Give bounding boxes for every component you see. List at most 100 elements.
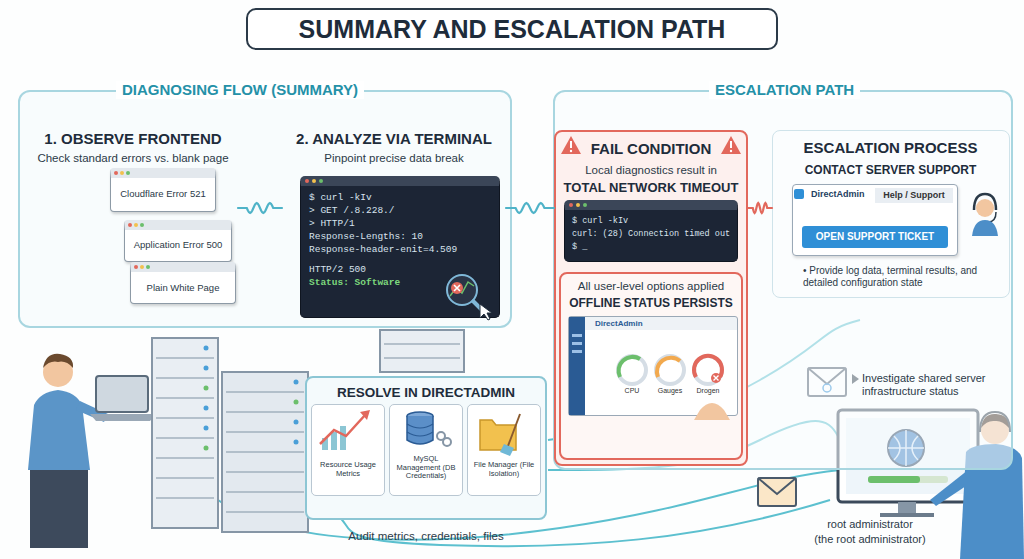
server-rack — [294, 400, 299, 405]
admin-person — [930, 470, 972, 506]
node-text: DirectAdmin — [595, 319, 643, 329]
tool-card: File Manager (File Isolation) — [467, 404, 541, 496]
envelope-icon — [758, 478, 796, 506]
node-text: curl: (28) Connection timed out — [572, 229, 730, 239]
warning-triangle — [570, 150, 572, 152]
tool-icons — [320, 410, 520, 456]
person-illustration — [28, 354, 156, 548]
server-rack — [204, 346, 209, 351]
dashboard-gauges — [714, 376, 719, 381]
node-text: HTTP/2 500 — [309, 264, 366, 275]
node-text: CONTACT SERVER SUPPORT — [773, 163, 1008, 177]
dashboard-gauges — [572, 334, 582, 337]
tool-icons — [480, 420, 516, 450]
person-illustration — [43, 357, 73, 387]
node-text: Application Error 500 — [125, 239, 231, 250]
server-rack — [204, 406, 209, 411]
window-dots — [583, 203, 587, 207]
person-illustration — [30, 468, 88, 548]
dashboard-gauges — [657, 358, 680, 377]
dashboard-gauges — [619, 357, 640, 377]
server-rack — [204, 446, 209, 451]
node-text: TOTAL NETWORK TIMEOUT — [556, 180, 746, 196]
server-rack — [384, 344, 460, 358]
server-rack — [380, 330, 464, 372]
process-box: ESCALATION PROCESSCONTACT SERVER SUPPORT… — [772, 130, 1010, 298]
browser-window: Cloudflare Error 521 — [110, 168, 216, 212]
warning-triangle — [570, 141, 572, 148]
error-magnifier — [472, 300, 484, 312]
text-label: (the root administrator) — [770, 533, 970, 546]
resolve-box: RESOLVE IN DIRECTADMINAudit metrics, cre… — [305, 376, 547, 520]
node-text: Cloudflare Error 521 — [111, 188, 215, 199]
window-dots — [128, 223, 132, 227]
error-magnifier — [451, 282, 463, 294]
text-label: root administrator — [770, 518, 970, 531]
error-magnifier — [454, 285, 460, 291]
section-panel: ESCALATION PATHFAIL CONDITIONLocal diagn… — [553, 90, 1013, 470]
dashboard-screenshot: DirectAdminCPUGaugesDrogen — [568, 316, 738, 416]
support-headset — [974, 194, 996, 210]
diagram-title: SUMMARY AND ESCALATION PATH — [248, 10, 776, 48]
tool-icons — [320, 414, 366, 444]
monitor-illustration — [868, 476, 920, 483]
node-text: Drogen — [688, 387, 728, 395]
node-text: 2. ANALYZE VIA TERMINAL — [282, 130, 506, 148]
window-dots — [312, 179, 316, 183]
window-dots — [114, 171, 118, 175]
dashboard-gauges — [618, 356, 646, 384]
alert-box: All user-level options appliedOFFLINE ST… — [559, 272, 743, 460]
terminal-window: $ curl -kIv> GET /.8.228./> HTTP/1Respon… — [300, 176, 500, 318]
node-text: MySQL Management (DB Credentials) — [392, 455, 460, 481]
window-dots — [140, 265, 144, 269]
node-text: OFFLINE STATUS PERSISTS — [561, 296, 741, 310]
support-window: DirectAdminHelp / SupportOPEN SUPPORT TI… — [792, 184, 958, 256]
error-magnifier — [450, 282, 474, 296]
step-column: 2. ANALYZE VIA TERMINALPinpoint precise … — [282, 100, 506, 322]
dashboard-gauges — [572, 350, 582, 353]
support-headset — [794, 189, 998, 236]
window-dots — [569, 203, 573, 207]
alert-box: FAIL CONDITION Local diagnostics result i… — [554, 130, 748, 466]
dashboard-gauges — [656, 356, 684, 384]
dashboard-gauges — [694, 356, 722, 384]
node-text: > GET /.8.228./ — [309, 205, 395, 216]
warning-triangle — [561, 136, 581, 154]
tool-icons — [340, 426, 346, 450]
window-dots — [134, 223, 138, 227]
person-illustration — [90, 414, 156, 421]
node-text: FAIL CONDITION — [556, 140, 746, 158]
dashboard-gauges — [569, 317, 585, 415]
server-rack — [222, 372, 308, 532]
wave-connector — [238, 203, 282, 213]
node-text: Check standard errors vs. blank page — [28, 152, 238, 166]
error-magnifier — [480, 304, 492, 320]
server-rack — [294, 440, 299, 445]
node-text: ESCALATION PATH — [709, 81, 860, 99]
node-text: CPU — [614, 387, 650, 395]
window-dots — [319, 179, 323, 183]
section-panel: DIAGNOSING FLOW (SUMMARY)1. OBSERVE FRON… — [18, 90, 512, 328]
node-text: Gauges — [652, 387, 688, 395]
server-rack — [226, 392, 304, 512]
node-text: • Provide log data, terminal results, an… — [803, 265, 1003, 289]
support-headset — [988, 212, 996, 222]
node-text: 1. OBSERVE FRONTEND — [28, 130, 238, 148]
tool-icons — [407, 424, 433, 436]
server-rack — [152, 338, 218, 528]
dashboard-gauges — [711, 373, 721, 383]
node-text: $ _ — [572, 242, 587, 252]
dashboard-gauges — [569, 317, 730, 420]
tool-icons — [407, 416, 433, 444]
support-headset — [976, 199, 994, 217]
support-headset — [794, 189, 804, 199]
warning-triangle — [721, 136, 741, 154]
node-text: Local diagnostics result in — [556, 164, 746, 178]
browser-window: Application Error 500 — [124, 220, 232, 262]
monitor-illustration — [880, 513, 934, 517]
step-column: 1. OBSERVE FRONTEND Check standard errors… — [28, 100, 238, 322]
error-magnifier — [447, 275, 477, 305]
node-text: DirectAdmin — [811, 189, 865, 200]
person-illustration — [43, 354, 73, 368]
